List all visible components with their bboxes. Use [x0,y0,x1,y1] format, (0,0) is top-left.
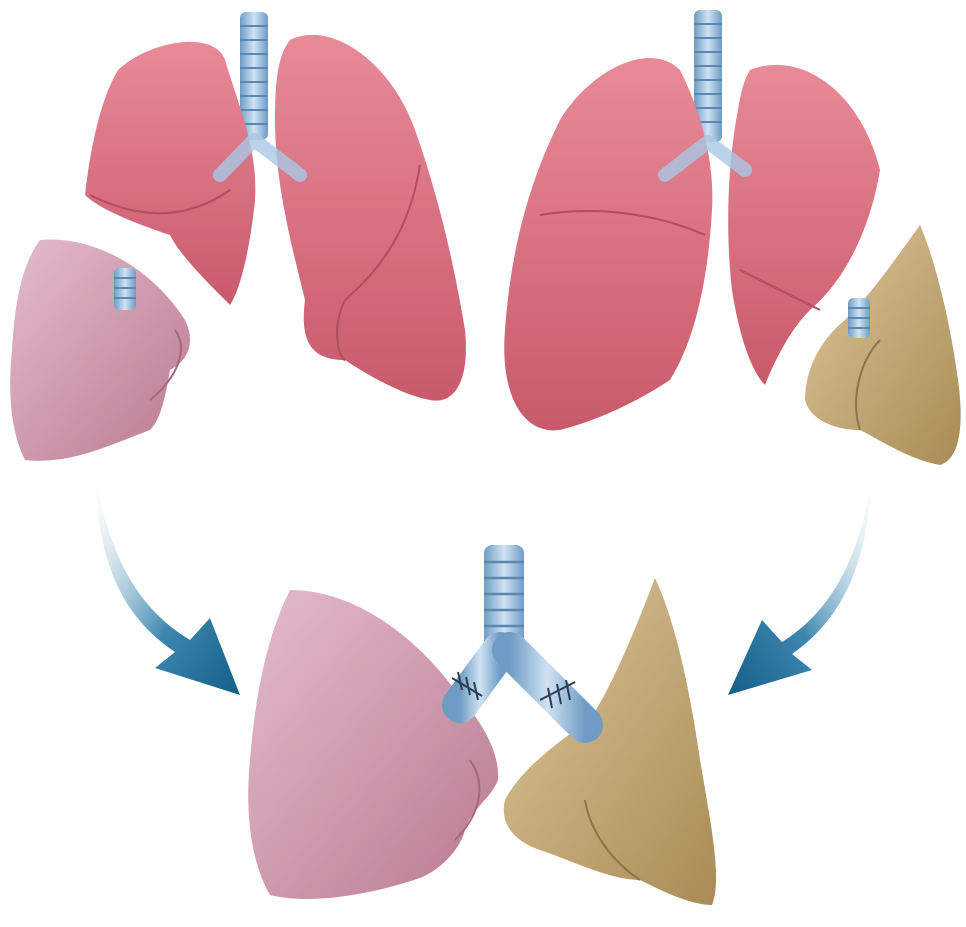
graft-lobe-pink-top [10,239,190,460]
curved-arrow-icon [728,475,872,695]
curved-arrow-icon [95,475,240,695]
graft-lobe-pink-implanted [248,590,498,899]
right-bronchus-anastomosis [510,650,585,725]
recipient-implant [248,545,716,905]
trachea-a [240,12,268,140]
graft-lobe-tan-implanted [504,578,716,905]
lung-right-a [275,35,466,401]
lung-left-b [504,58,712,430]
